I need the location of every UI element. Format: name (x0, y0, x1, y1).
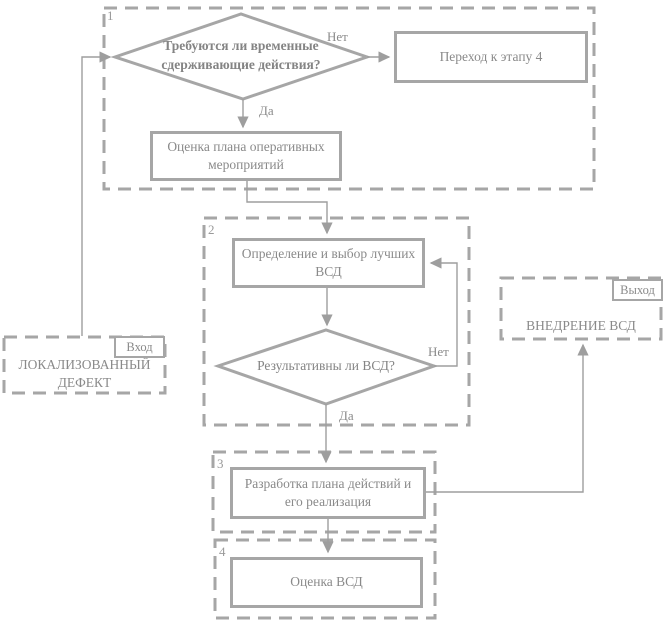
section3-number: 3 (217, 456, 224, 471)
vsd-eval-box: Оценка ВСД (230, 557, 423, 608)
output-block-border (499, 276, 663, 341)
decision2-no-label: Нет (428, 344, 449, 359)
input-badge: Вход (114, 336, 165, 358)
section2-number: 2 (208, 222, 215, 237)
input-badge-label: Вход (126, 339, 153, 354)
decision2-text: Результативны ли ВСД? (257, 358, 395, 373)
decision1-yes-label: Да (259, 103, 274, 118)
plan-eval-label: Оценка плана оперативных мероприятий (167, 138, 325, 172)
connector-planeval-to-selectvsd (246, 181, 333, 235)
goto-stage4-box: Переход к этапу 4 (394, 31, 588, 83)
section1-number: 1 (107, 8, 114, 23)
connector-decision2-no-loop (429, 257, 458, 367)
decision1-no-label: Нет (327, 29, 348, 44)
output-block-label: ВНЕДРЕНИЕ ВСД (526, 318, 636, 333)
connector-input-to-decision1 (81, 51, 112, 336)
select-vsd-box: Определение и выбор лучших ВСД (232, 238, 425, 288)
section1-border (102, 6, 596, 191)
decision2-yes-label: Да (339, 408, 354, 423)
develop-plan-box: Разработка плана действий и его реализац… (230, 467, 426, 519)
section2-border (202, 216, 471, 427)
vsd-eval-label: Оценка ВСД (290, 574, 363, 590)
select-vsd-label: Определение и выбор лучших ВСД (241, 245, 416, 279)
connector-develop-to-output (426, 343, 589, 493)
section4-number: 4 (219, 544, 226, 559)
output-badge: Выход (612, 279, 663, 301)
plan-eval-box: Оценка плана оперативных мероприятий (150, 131, 342, 181)
output-badge-label: Выход (620, 282, 655, 297)
develop-plan-label: Разработка плана действий и его реализац… (244, 475, 412, 509)
input-block-border (2, 335, 167, 395)
input-block-label: ЛОКАЛИЗОВАННЫЙ ДЕФЕКТ (18, 357, 151, 390)
goto-stage4-label: Переход к этапу 4 (439, 48, 543, 64)
section4-border (213, 538, 437, 620)
decision1-text: Требуются ли временные сдерживающие дейс… (161, 38, 321, 72)
